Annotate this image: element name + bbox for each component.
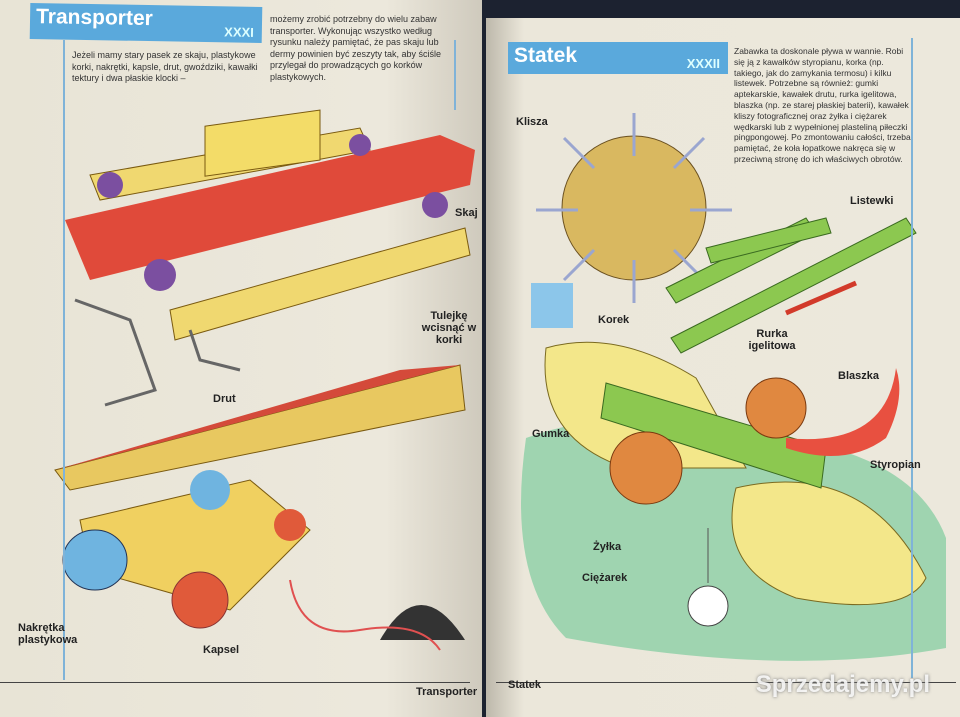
page-title-bar: Transporter XXXI [29,2,263,44]
label-blaszka: Blaszka [838,370,879,382]
label-klisza: Klisza [516,116,548,128]
statek-illustration [521,113,946,661]
footer-title: Statek [508,679,542,691]
label-ciezarek: Ciężarek [582,572,628,584]
margin-line [911,38,913,678]
label-korek: Korek [598,314,630,326]
label-listewki: Listewki [850,195,894,207]
label-tulejke: Tulejkę wcisnąć w korki [421,310,477,346]
right-page: Statek XXXII Zabawka ta doskonale pływa … [486,18,960,717]
label-nakretka: Nakrętka plastykowa [18,622,78,646]
label-gumka: Gumka [532,428,570,440]
label-skaj: Skaj [455,207,478,219]
label-styropian: Styropian [870,459,921,471]
label-drut: Drut [213,393,236,405]
page-title: Transporter [35,5,153,31]
footer-rule [496,682,956,683]
intro-text-col2: możemy zrobić potrzebny do wielu zabaw t… [270,14,442,82]
left-page: Transporter XXXI Jeżeli mamy stary pasek… [0,0,482,717]
label-rurka: Rurka igelitowa [748,328,796,352]
label-kapsel: Kapsel [203,644,240,656]
transporter-illustration [54,109,475,651]
intro-text-col1: Jeżeli mamy stary pasek ze skaju, plasty… [72,50,258,83]
margin-line [454,40,456,110]
intro-text: Zabawka ta doskonale pływa w wannie. Rob… [734,46,911,164]
watermark-logo: Sprzedajemy.pl [755,671,930,698]
label-zylka: Żyłka [593,541,622,553]
footer-title: Transporter [416,686,478,698]
margin-line [63,40,65,680]
footer-rule [0,682,470,683]
page-title-bar: Statek XXXII [508,42,728,74]
page-title: Statek [514,44,578,67]
chapter-number: XXXII [686,56,720,71]
chapter-number: XXXI [224,24,254,40]
